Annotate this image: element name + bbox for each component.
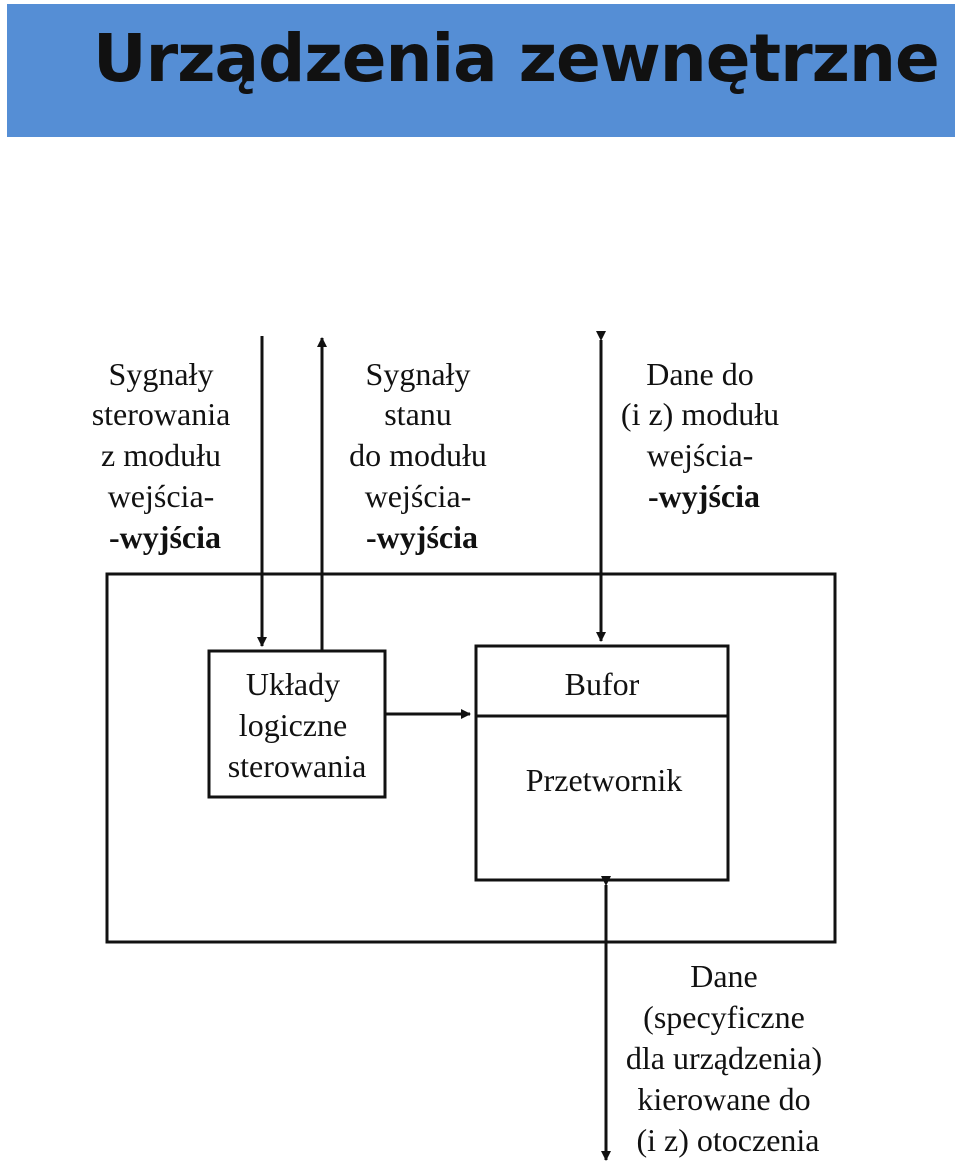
environment-data-label: Dane (specyficzne dla urządzenia) kierow…	[626, 958, 830, 1158]
module-data-line-2: (i z) modułu	[621, 396, 779, 432]
control-logic-block	[207, 649, 387, 799]
status-signals-line-5: -wyjścia	[366, 519, 478, 555]
control-signals-line-1: Sygnały	[109, 356, 214, 392]
status-signals-label: Sygnały stanu do modułu wejścia- -wyjści…	[349, 356, 495, 555]
page-title: Urządzenia zewnętrzne	[93, 20, 940, 97]
control-signals-line-3: z modułu	[101, 437, 221, 473]
status-signals-line-1: Sygnały	[366, 356, 471, 392]
environment-data-line-2: (specyficzne	[643, 999, 805, 1035]
environment-data-line-1: Dane	[690, 958, 758, 994]
environment-data-line-3: dla urządzenia)	[626, 1040, 822, 1076]
status-signals-line-3: do modułu	[349, 437, 487, 473]
module-data-line-1: Dane do	[646, 356, 754, 392]
module-data-line-4: -wyjścia	[648, 478, 760, 514]
control-logic-label: Układy logiczne sterowania	[228, 666, 367, 784]
module-data-label: Dane do (i z) modułu wejścia- -wyjścia	[621, 356, 787, 514]
control-logic-line-1: Układy	[246, 666, 340, 702]
control-logic-line-3: sterowania	[228, 748, 367, 784]
control-signals-label: Sygnały sterowania z modułu wejścia- -wy…	[92, 356, 239, 555]
environment-data-line-5: (i z) otoczenia	[637, 1122, 820, 1158]
control-signals-line-5: -wyjścia	[109, 519, 221, 555]
control-signals-line-4: wejścia-	[108, 478, 215, 514]
converter-label: Przetwornik	[526, 762, 682, 798]
buffer-converter-block	[474, 644, 730, 882]
module-data-line-3: wejścia-	[647, 437, 754, 473]
control-signals-line-2: sterowania	[92, 396, 231, 432]
environment-data-line-4: kierowane do	[637, 1081, 810, 1117]
title-bar: Urządzenia zewnętrzne	[7, 4, 955, 137]
buffer-label: Bufor	[565, 666, 640, 702]
status-signals-line-2: stanu	[384, 396, 452, 432]
control-logic-line-2: logiczne	[239, 707, 347, 743]
status-signals-line-4: wejścia-	[365, 478, 472, 514]
